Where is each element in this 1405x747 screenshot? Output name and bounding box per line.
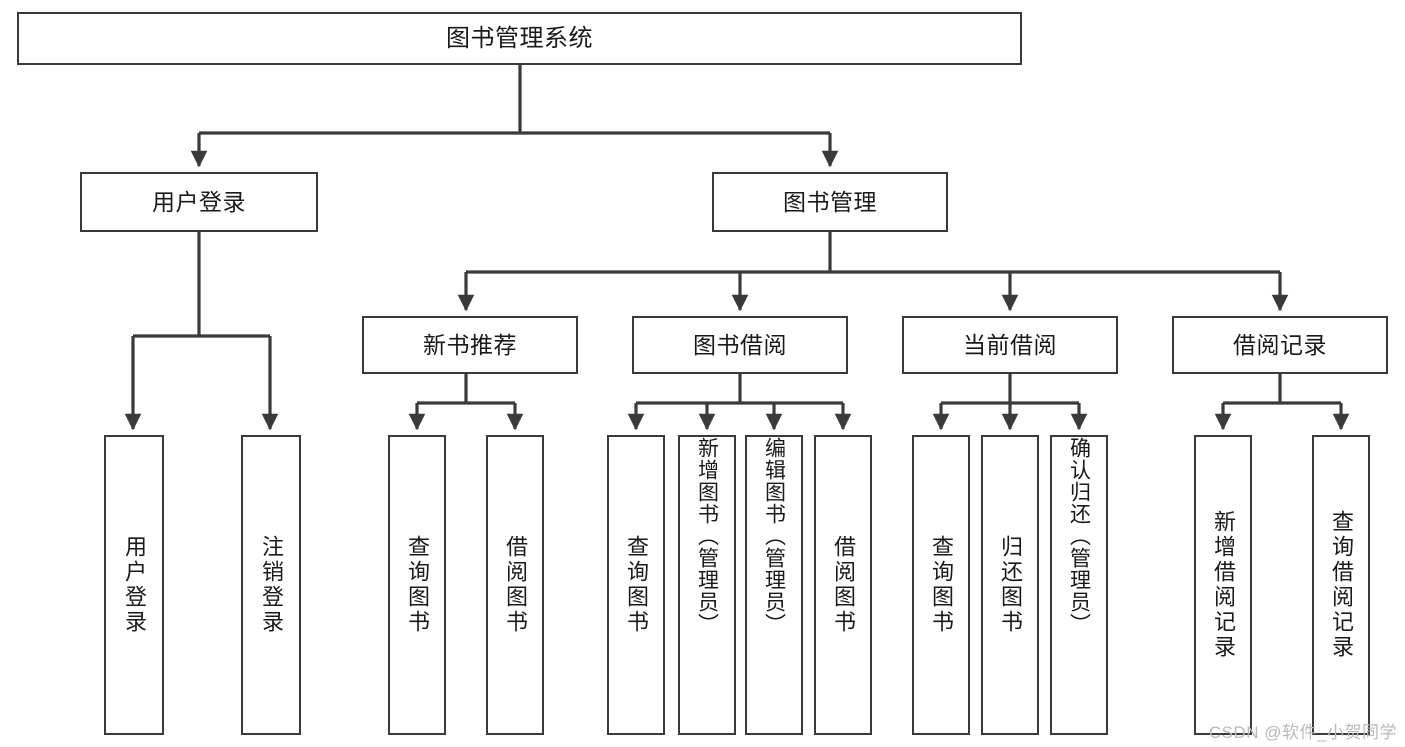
node-leaf-add-record[interactable]: 新增借阅记录 (1194, 435, 1252, 735)
node-leaf-query-book-1-label: 查询图书 (405, 535, 430, 635)
node-new-book-recommend-label: 新书推荐 (423, 331, 517, 358)
node-book-borrow-label: 图书借阅 (693, 331, 787, 358)
csdn-watermark: CSDN @软件_小贺同学 (1208, 723, 1397, 742)
node-leaf-borrow-book-1[interactable]: 借阅图书 (486, 435, 544, 735)
node-leaf-query-book-3-label: 查询图书 (929, 535, 954, 635)
node-leaf-query-record-label: 查询借阅记录 (1329, 510, 1354, 660)
node-leaf-query-book-2[interactable]: 查询图书 (607, 435, 665, 735)
node-leaf-borrow-book-2[interactable]: 借阅图书 (814, 435, 872, 735)
node-leaf-confirm-return[interactable]: 确认归还（管理员） (1050, 435, 1108, 735)
node-leaf-query-book-1[interactable]: 查询图书 (388, 435, 446, 735)
node-leaf-add-record-label: 新增借阅记录 (1211, 510, 1236, 660)
node-borrow-record-label: 借阅记录 (1233, 331, 1327, 358)
node-leaf-add-book-label: 新增图书（管理员） (695, 437, 719, 635)
node-book-manage-label: 图书管理 (783, 188, 877, 215)
node-leaf-user-login[interactable]: 用户登录 (104, 435, 164, 735)
node-leaf-add-book[interactable]: 新增图书（管理员） (678, 435, 736, 735)
node-borrow-record[interactable]: 借阅记录 (1172, 316, 1388, 374)
node-book-borrow[interactable]: 图书借阅 (632, 316, 848, 374)
node-leaf-borrow-book-2-label: 借阅图书 (831, 535, 856, 635)
node-book-manage[interactable]: 图书管理 (712, 172, 948, 232)
node-user-login[interactable]: 用户登录 (80, 172, 318, 232)
node-leaf-query-book-3[interactable]: 查询图书 (912, 435, 970, 735)
node-leaf-return-book-label: 归还图书 (998, 535, 1023, 635)
node-leaf-query-book-2-label: 查询图书 (624, 535, 649, 635)
node-user-login-label: 用户登录 (152, 188, 246, 215)
node-leaf-edit-book-label: 编辑图书（管理员） (762, 437, 786, 635)
node-root-system-label: 图书管理系统 (446, 24, 593, 52)
node-new-book-recommend[interactable]: 新书推荐 (362, 316, 578, 374)
node-leaf-edit-book[interactable]: 编辑图书（管理员） (745, 435, 803, 735)
node-leaf-return-book[interactable]: 归还图书 (981, 435, 1039, 735)
node-root-system[interactable]: 图书管理系统 (17, 12, 1022, 65)
node-leaf-logout[interactable]: 注销登录 (241, 435, 301, 735)
node-leaf-logout-label: 注销登录 (259, 535, 284, 635)
node-leaf-confirm-return-label: 确认归还（管理员） (1067, 437, 1091, 635)
node-current-borrow[interactable]: 当前借阅 (902, 316, 1118, 374)
node-current-borrow-label: 当前借阅 (963, 331, 1057, 358)
node-leaf-borrow-book-1-label: 借阅图书 (503, 535, 528, 635)
node-leaf-query-record[interactable]: 查询借阅记录 (1312, 435, 1370, 735)
node-leaf-user-login-label: 用户登录 (122, 535, 147, 635)
